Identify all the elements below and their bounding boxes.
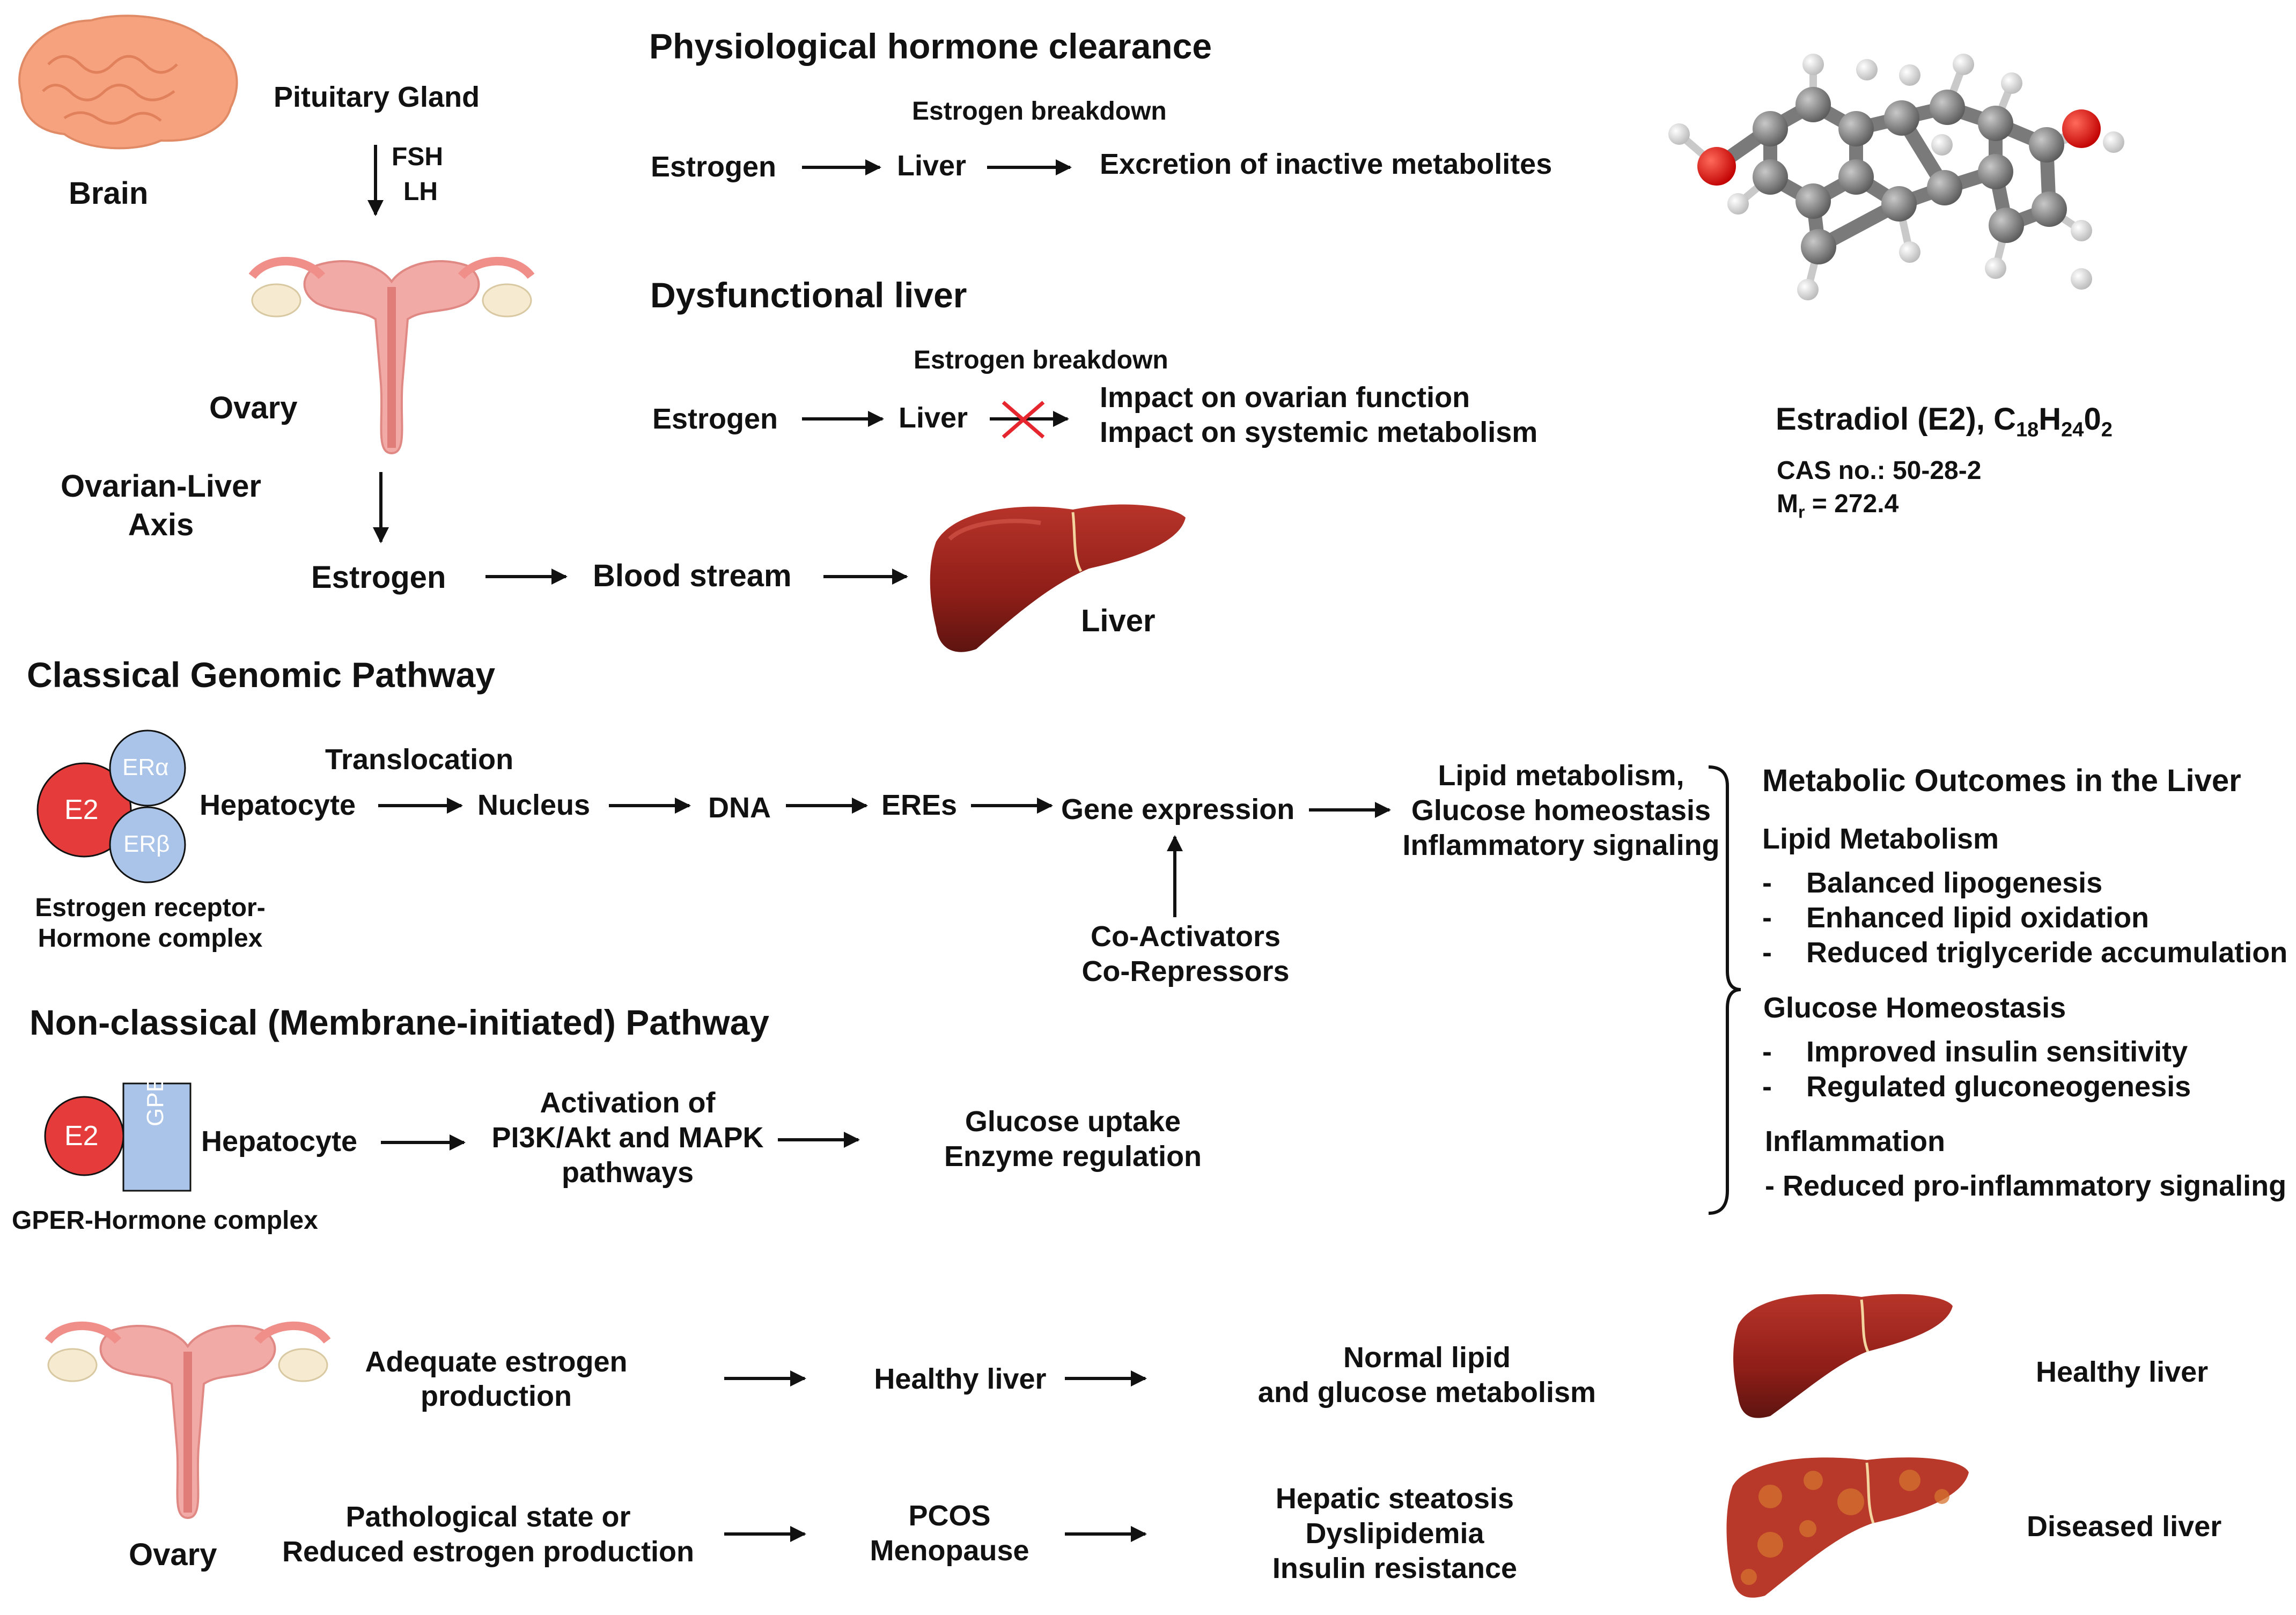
pituitary-label: Pituitary Gland	[274, 81, 480, 113]
gper-label: GPER	[142, 1059, 168, 1126]
outcomes-lipid-title: Lipid Metabolism	[1762, 823, 1999, 855]
row2-state-1: PCOS	[908, 1500, 991, 1532]
ovary-label-top: Ovary	[209, 390, 298, 425]
dysfunction-title: Dysfunctional liver	[650, 275, 967, 315]
axis-label-line2: Axis	[128, 507, 194, 542]
clearance-title: Physiological hormone clearance	[649, 26, 1212, 66]
row2-liver-label: Diseased liver	[2027, 1510, 2222, 1543]
molecule-name: Estradiol (E2), C18H2402	[1776, 402, 2113, 441]
genomic-step-hepatocyte: Hepatocyte	[200, 789, 356, 821]
dysfunction-liver: Liver	[899, 402, 968, 434]
nonclassical-activation-2: PI3K/Akt and MAPK	[491, 1122, 764, 1154]
er-beta-label: ERβ	[123, 831, 170, 857]
genomic-step-gene-expression: Gene expression	[1061, 793, 1295, 825]
dysfunction-breakdown: Estrogen breakdown	[914, 346, 1168, 374]
clearance-breakdown: Estrogen breakdown	[912, 97, 1167, 126]
outcomes-lipid-item-2: -Enhanced lipid oxidation	[1762, 902, 2150, 934]
er-alpha-label: ERα	[122, 754, 169, 780]
healthy-liver-illustration	[1733, 1294, 1953, 1418]
genomic-step-nucleus: Nucleus	[477, 789, 591, 821]
fsh-label: FSH	[392, 143, 443, 171]
cofactor-repressors: Co-Repressors	[1081, 955, 1290, 987]
estradiol-molecule-model	[1668, 54, 2124, 300]
outcomes-inflammation-item: - Reduced pro-inflammatory signaling	[1765, 1170, 2287, 1202]
outcomes-glucose-title: Glucose Homeostasis	[1763, 992, 2066, 1024]
nonclassical-hepatocyte: Hepatocyte	[201, 1125, 358, 1157]
genomic-output-glucose: Glucose homeostasis	[1411, 794, 1711, 827]
blocked-cross-icon	[1002, 401, 1045, 439]
gper-complex	[44, 1082, 192, 1192]
row2-cause-1: Pathological state or	[345, 1501, 631, 1533]
nonclassical-e2-label: E2	[64, 1120, 99, 1152]
diseased-liver-illustration	[1726, 1457, 1969, 1598]
genomic-output-inflammatory: Inflammatory signaling	[1402, 829, 1720, 861]
molecule-cas: CAS no.: 50-28-2	[1777, 456, 1982, 485]
cofactor-activators: Co-Activators	[1090, 920, 1281, 953]
nonclassical-result-1: Glucose uptake	[965, 1105, 1181, 1138]
flow-blood-stream: Blood stream	[593, 558, 792, 593]
row1-state: Healthy liver	[874, 1363, 1047, 1395]
ovary-label-bottom: Ovary	[129, 1537, 217, 1572]
nonclassical-result-2: Enzyme regulation	[944, 1140, 1202, 1172]
genomic-e2-label: E2	[64, 794, 99, 825]
genomic-title: Classical Genomic Pathway	[27, 655, 496, 695]
genomic-complex-line2: Hormone complex	[38, 924, 263, 953]
estrogen-receptor-complex	[36, 729, 186, 883]
row2-cause-2: Reduced estrogen production	[282, 1536, 695, 1568]
genomic-step-eres: EREs	[881, 789, 958, 821]
outcomes-bracket	[1708, 765, 1741, 1215]
dysfunction-impact-1: Impact on ovarian function	[1100, 381, 1470, 414]
nonclassical-title: Non-classical (Membrane-initiated) Pathw…	[30, 1002, 770, 1042]
dysfunction-estrogen: Estrogen	[652, 403, 778, 435]
row2-effect-1: Hepatic steatosis	[1275, 1483, 1514, 1515]
outcomes-glucose-item-1: -Improved insulin sensitivity	[1762, 1036, 2188, 1068]
row2-effect-3: Insulin resistance	[1272, 1552, 1518, 1584]
row1-effect-1: Normal lipid	[1343, 1341, 1511, 1374]
row2-state-2: Menopause	[870, 1535, 1029, 1567]
molecule-mass: Mr = 272.4	[1777, 490, 1899, 522]
dysfunction-impact-2: Impact on systemic metabolism	[1100, 416, 1538, 448]
genomic-complex-line1: Estrogen receptor-	[35, 894, 266, 922]
outcomes-inflammation-title: Inflammation	[1765, 1125, 1946, 1157]
row1-cause-2: production	[421, 1380, 572, 1412]
lh-label: LH	[403, 178, 438, 206]
row1-liver-label: Healthy liver	[2036, 1356, 2209, 1388]
uterus-illustration-bottom	[45, 1321, 331, 1520]
liver-illustration-main	[930, 504, 1186, 652]
clearance-result: Excretion of inactive metabolites	[1100, 148, 1552, 180]
uterus-illustration-top	[248, 256, 535, 455]
gper-complex-label: GPER-Hormone complex	[12, 1206, 318, 1235]
axis-label-line1: Ovarian-Liver	[61, 469, 261, 504]
brain-illustration	[18, 14, 238, 150]
flow-estrogen: Estrogen	[311, 560, 446, 595]
brain-label: Brain	[69, 176, 149, 211]
outcomes-title: Metabolic Outcomes in the Liver	[1762, 763, 2241, 798]
clearance-estrogen: Estrogen	[651, 151, 777, 183]
row2-effect-2: Dyslipidemia	[1305, 1517, 1484, 1550]
clearance-liver: Liver	[897, 150, 967, 182]
outcomes-lipid-item-1: -Balanced lipogenesis	[1762, 867, 2103, 899]
genomic-output-lipid: Lipid metabolism,	[1438, 759, 1684, 792]
outcomes-lipid-item-3: -Reduced triglyceride accumulation	[1762, 936, 2288, 969]
row1-effect-2: and glucose metabolism	[1257, 1376, 1596, 1408]
translocation-label: Translocation	[325, 743, 514, 776]
row1-cause-1: Adequate estrogen	[365, 1346, 628, 1378]
liver-label-main: Liver	[1081, 603, 1156, 638]
outcomes-glucose-item-2: -Regulated gluconeogenesis	[1762, 1071, 2191, 1103]
nonclassical-activation-1: Activation of	[540, 1087, 716, 1119]
nonclassical-activation-3: pathways	[561, 1156, 694, 1189]
genomic-step-dna: DNA	[708, 792, 771, 824]
